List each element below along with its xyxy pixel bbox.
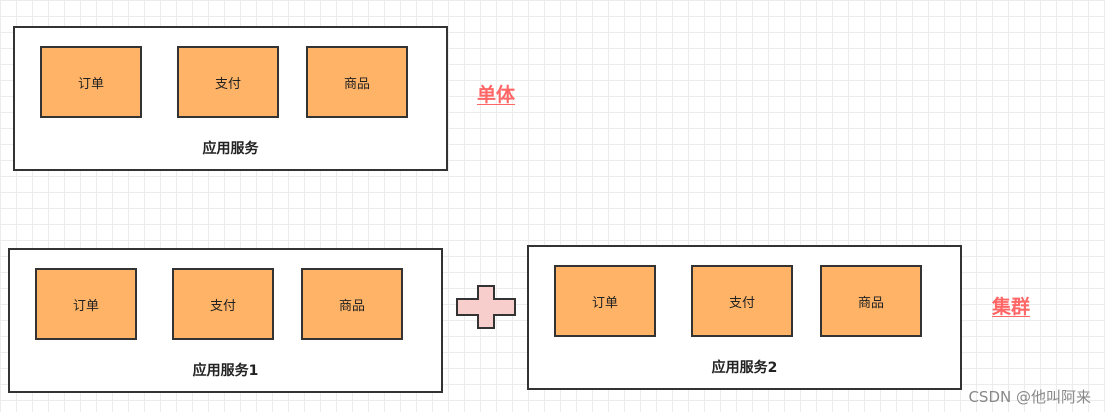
service1-module-product: 商品 [301, 268, 403, 340]
monolith-service-label: 应用服务 [202, 141, 259, 157]
monolith-service-box: 订单 支付 商品 应用服务 [13, 26, 448, 171]
monolith-module-product: 商品 [306, 46, 408, 118]
service1-label: 应用服务1 [192, 363, 259, 379]
service1-module-order: 订单 [35, 268, 137, 340]
cluster-annotation: 集群 [992, 296, 1031, 318]
watermark: CSDN @他叫阿来 [968, 388, 1091, 406]
service2-label: 应用服务2 [711, 360, 778, 376]
monolith-module-order: 订单 [40, 46, 142, 118]
plus-icon [456, 285, 516, 329]
cluster-service-box-2: 订单 支付 商品 应用服务2 [527, 245, 962, 390]
monolith-module-payment: 支付 [177, 46, 279, 118]
cluster-service-box-1: 订单 支付 商品 应用服务1 [8, 248, 443, 393]
service2-module-payment: 支付 [691, 265, 793, 337]
monolith-annotation: 单体 [477, 84, 516, 106]
service2-module-order: 订单 [554, 265, 656, 337]
service1-module-payment: 支付 [172, 268, 274, 340]
service2-module-product: 商品 [820, 265, 922, 337]
